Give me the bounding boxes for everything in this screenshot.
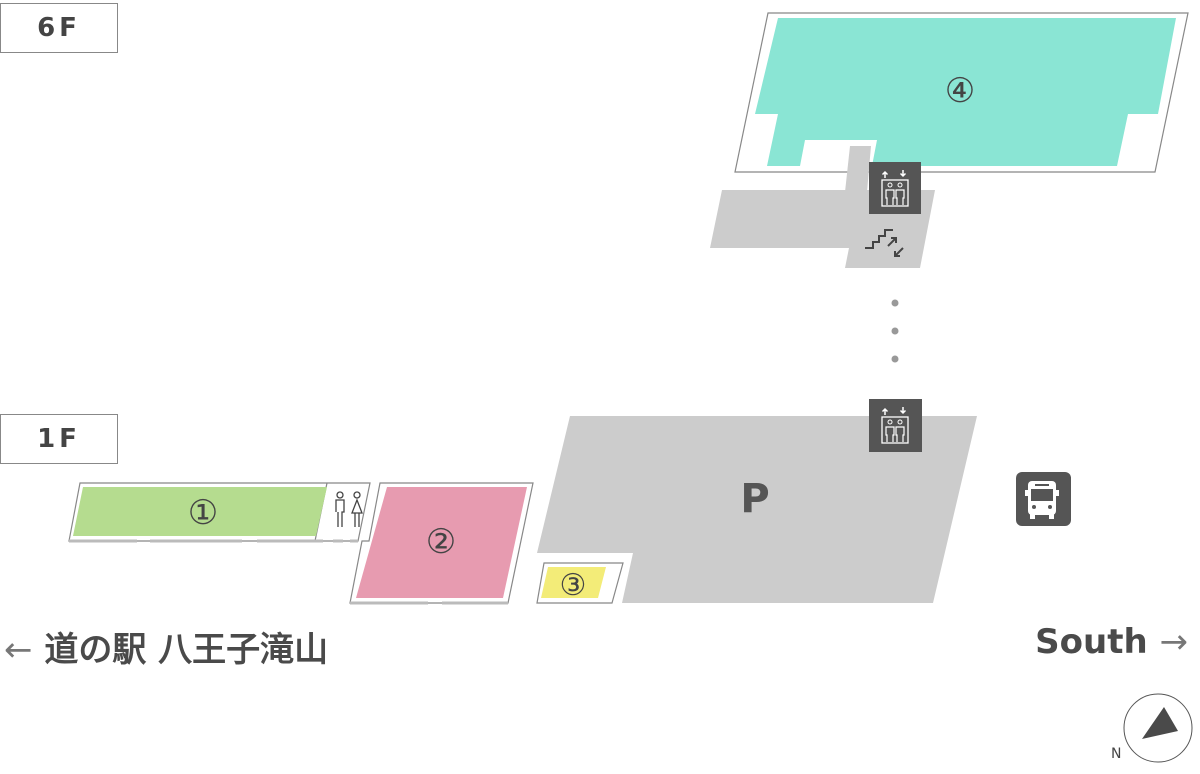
compass-north-label: N <box>1111 746 1121 762</box>
direction-south: South → <box>1035 622 1188 662</box>
area-3-label: ③ <box>560 568 587 603</box>
connector-dot <box>891 327 899 335</box>
direction-left-label: 道の駅 八王子滝山 <box>44 630 329 670</box>
elevator-icon <box>869 162 921 214</box>
compass-icon <box>1123 693 1193 763</box>
parking-label: P <box>740 476 769 522</box>
parking[interactable] <box>537 416 977 603</box>
restroom-icon <box>335 491 363 527</box>
connector-dot <box>891 299 899 307</box>
floor-label-6f: 6F <box>0 3 118 53</box>
area-1[interactable] <box>73 487 327 536</box>
arrow-right-icon: → <box>1159 622 1189 662</box>
area-4-label: ④ <box>945 71 975 111</box>
elevator-icon <box>869 399 922 452</box>
area-2-label: ② <box>426 522 456 562</box>
direction-michinoeki: ← 道の駅 八王子滝山 <box>4 622 328 671</box>
floor-label-1f: 1F <box>0 414 118 464</box>
corridor-6f-connector <box>845 146 871 192</box>
area-4[interactable] <box>755 18 1176 166</box>
area-3[interactable] <box>541 567 606 598</box>
bus-icon[interactable] <box>1016 472 1071 526</box>
stairs-icon <box>865 229 904 257</box>
arrow-left-icon: ← <box>4 630 33 670</box>
direction-right-label: South <box>1035 622 1148 662</box>
area-2[interactable] <box>356 487 527 598</box>
area-1-label: ① <box>188 493 218 533</box>
connector-dot <box>891 355 899 363</box>
